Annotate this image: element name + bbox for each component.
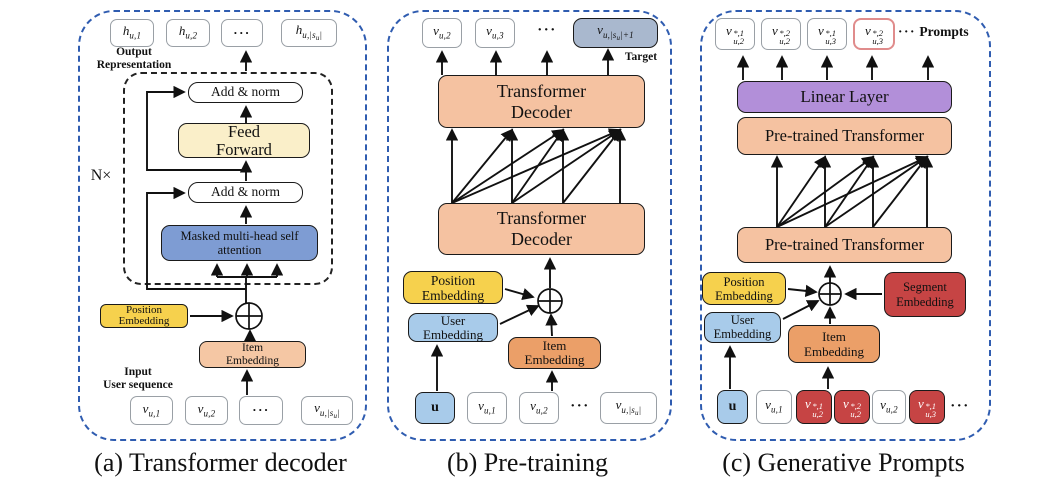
panel-a-output-box-1: hu,1 (110, 19, 154, 47)
panel-c-caption: (c) Generative Prompts (722, 448, 965, 477)
panel-a-position-embedding-box: Position Embedding (100, 304, 188, 328)
panel-a-caption: (a) Transformer decoder (94, 448, 347, 477)
panel-b-position-embedding-box: Position Embedding (403, 271, 503, 304)
segment-embedding-box: Segment Embedding (884, 272, 966, 317)
panel-c-frame (700, 10, 991, 441)
panel-c-position-embedding-box: Position Embedding (702, 272, 786, 305)
panel-b-item-embedding-box: Item Embedding (508, 337, 601, 369)
panel-b-input-box-2: vu,2 (519, 392, 559, 424)
panel-b-output-dots: ··· (537, 22, 557, 38)
panel-c-input-dots: ··· (950, 398, 970, 414)
panel-b-input-dots: ··· (570, 398, 590, 414)
pretrained-transformer-bottom-box: Pre-trained Transformer (737, 227, 952, 263)
panel-b-user-box: u (415, 392, 455, 424)
panel-b-output-box-2: vu,3 (475, 18, 515, 48)
panel-b-user-embedding-box: User Embedding (408, 313, 498, 342)
panel-a-input-box-2: vu,2 (185, 396, 228, 425)
panel-c-item-embedding-box: Item Embedding (788, 325, 880, 363)
panel-b-output-box-1: vu,2 (422, 18, 462, 48)
transformer-decoder-top-box: Transformer Decoder (438, 75, 645, 128)
panel-a-output-box-dots: ··· (221, 19, 263, 47)
panel-b-input-box-1: vu,1 (467, 392, 507, 424)
target-label: Target (624, 51, 658, 63)
panel-a-input-box-1: vu,1 (130, 396, 173, 425)
panel-c-input-box-1: vu,1 (756, 390, 792, 424)
panel-c-user-embedding-box: User Embedding (704, 312, 781, 343)
target-box: vu,|su|+1 (573, 18, 658, 48)
panel-a-output-box-2: hu,2 (166, 19, 210, 47)
add-norm-bottom-box: Add & norm (188, 182, 303, 203)
linear-layer-box: Linear Layer (737, 81, 952, 113)
panel-a-input-box-last: vu,|su| (301, 396, 353, 425)
panel-c-input-box-2: vu,2 (872, 390, 906, 424)
add-norm-top-box: Add & norm (188, 82, 303, 103)
panel-a-item-embedding-box: Item Embedding (199, 341, 306, 368)
transformer-decoder-bottom-box: Transformer Decoder (438, 203, 645, 255)
panel-b-caption: (b) Pre-training (446, 448, 608, 477)
panel-a-frame (78, 10, 367, 441)
output-representation-label: Output Representation (96, 46, 172, 71)
panel-a-output-box-last: hu,|su| (281, 19, 337, 47)
n-times-label: N× (90, 167, 112, 184)
panel-b-input-box-last: vu,|su| (600, 392, 657, 424)
pretrained-transformer-top-box: Pre-trained Transformer (737, 117, 952, 155)
masked-attention-box: Masked multi-head self attention (161, 225, 318, 261)
panel-b-frame (387, 10, 672, 441)
panel-c-user-box: u (717, 390, 748, 424)
panel-a-input-box-dots: ··· (239, 396, 283, 425)
input-user-sequence-label: Input User sequence (103, 366, 173, 391)
feed-forward-box: Feed Forward (178, 122, 310, 158)
prompts-label: ··· Prompts (898, 24, 969, 39)
